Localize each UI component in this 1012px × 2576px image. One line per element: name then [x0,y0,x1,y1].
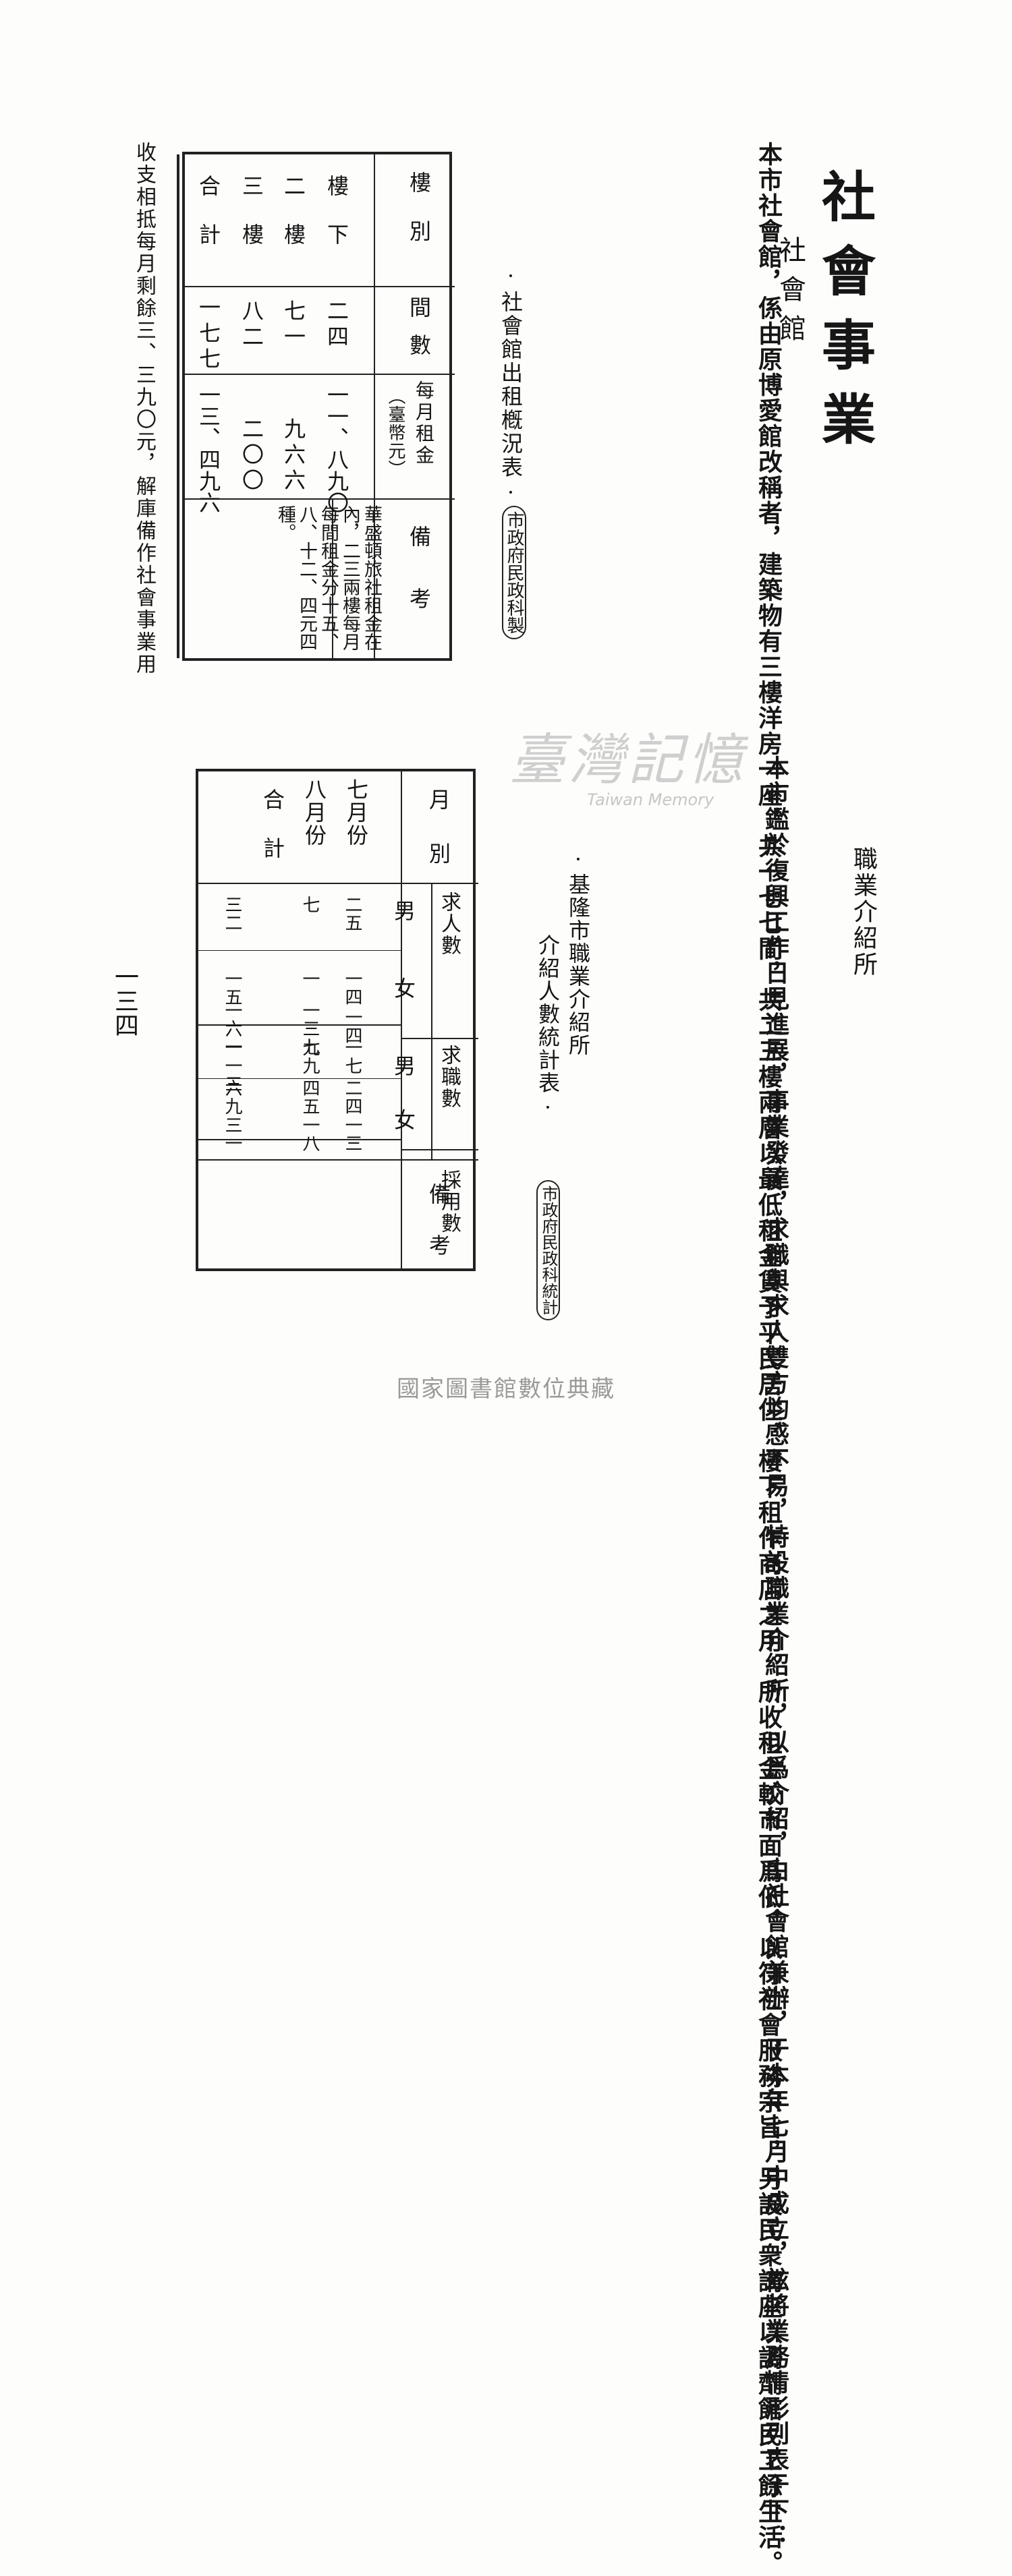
cell-value: 一八 [300,1116,320,1152]
table-source-employment: 市政府民政科統計 [536,1180,560,1320]
employment-table: 月別 求人數 求職數 採用數 備考 男 女 男 女 七月份 八月份 合計 [196,769,478,1285]
row-floor: 樓下 [324,175,349,272]
row-rooms: 一七七 [196,296,221,373]
cell-value: 二五 [342,896,362,932]
cell-value: 四五 [300,1079,320,1115]
cell-value: 二四 [342,1079,362,1115]
section-body-social-hall: 本市社會館，係由原博愛館改稱者，建築物有三樓洋房一座，共一七七間，共二三樓兩層以… [754,142,783,2576]
note-balance: 收支相抵每月剩餘三、三九〇元，解庫備作社會事業用 [132,142,156,676]
cell-value: 一三 [342,1116,362,1152]
footer-credit: 國家圖書館數位典藏 [397,1376,615,1403]
header-remark: 備考 [406,525,432,649]
header-remark: 備考 [426,1183,451,1285]
section-heading-employment: 職業介紹所 [849,846,877,978]
section-heading-social-hall: 社會館 [775,236,806,353]
page-title: 社會事業 [813,169,876,465]
header-male: 男 [391,900,416,925]
row-floor: 合計 [196,175,221,272]
header-female: 女 [391,977,416,1003]
section-body-employment: 本市鑑於復興工作日見進展，事業發達，求職與求人雙方均感不易，特設職業介紹所，以爲… [761,755,789,2549]
page-number: 一三四 [111,964,138,1037]
table-caption-employment-b: 介紹人數統計表· [535,934,561,1121]
watermark: 臺灣記憶 [509,728,747,792]
table-caption-rental: ·社會館出租槪況表· [498,263,524,507]
cell-value: 一四 [342,970,362,1006]
row-rooms: 二四 [324,299,349,351]
cell-value: 三二 [222,896,242,932]
rental-table: 樓別 間數 每月租金 （臺幣元） 備考 樓下 二四 一一、八九〇 二樓 七一 九… [177,152,455,661]
header-rent: 每月租金 [413,380,435,467]
row-rooms: 八二 [239,299,264,351]
watermark-en: Taiwan Memory [587,790,714,809]
cell-value: 一三七 [300,1001,320,1056]
remark-text: 華盛頓旅社租金在內，二三兩樓每月每間租金分十五、八、十二、四元四種。 [275,505,382,651]
row-month: 七月份 [343,778,369,847]
row-rooms: 七一 [281,299,306,351]
header-rooms: 間數 [406,296,432,372]
cell-value: 一 [300,970,320,988]
cell-value: 三一 [222,1116,242,1152]
header-jobs: 求職數 [437,1045,461,1109]
cell-value: 一六一 [222,1001,242,1056]
header-hired: 採用數 [437,1169,461,1234]
cell-value: 七 [300,896,320,914]
header-floor: 樓別 [406,171,432,268]
header-female: 女 [391,1109,416,1134]
row-floor: 二樓 [281,175,306,272]
table-source-rental: 市政府民政科製 [502,506,526,639]
row-floor: 三樓 [239,175,264,272]
cell-value: 九九 [300,1038,320,1075]
row-rent: 九六六 [281,417,306,494]
header-rent-unit: （臺幣元） [385,387,405,478]
row-month: 合計 [260,788,285,885]
row-rent: 一三、四九六 [196,384,221,513]
cell-value: 一一三 [222,1038,242,1093]
table-caption-employment-a: ·基隆市職業介紹所 [565,846,591,1057]
header-seekers: 求人數 [437,891,461,956]
cell-value: 一四 [342,1008,362,1045]
header-male: 男 [391,1055,416,1080]
cell-value: 一七 [342,1038,362,1075]
cell-value: 一五 [222,970,242,1006]
header-month: 月別 [426,788,451,896]
row-rent: 二〇〇 [239,417,264,494]
row-month: 八月份 [302,778,327,847]
row-rent: 一一、八九〇 [324,384,349,513]
cell-value: 六九 [222,1079,242,1115]
